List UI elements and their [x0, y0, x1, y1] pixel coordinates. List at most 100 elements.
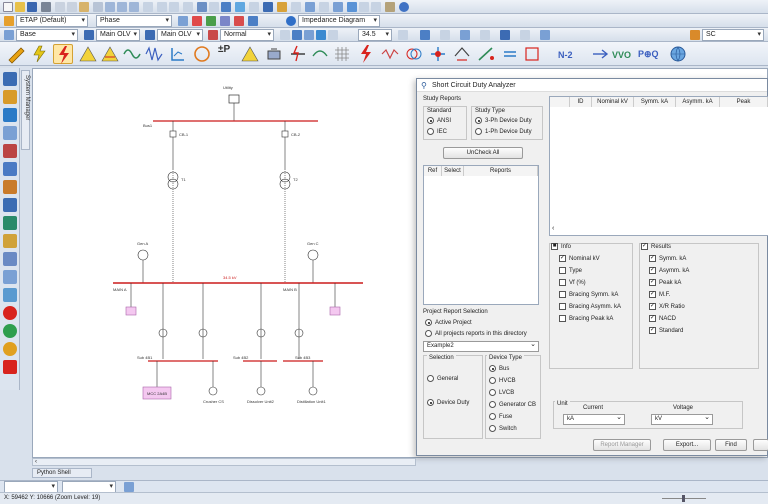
theme-icon[interactable]: [209, 2, 219, 12]
compare-icon[interactable]: [319, 2, 329, 12]
panel-icon[interactable]: [428, 44, 448, 64]
zoom-out-icon[interactable]: [117, 2, 127, 12]
load-b-symbol[interactable]: [329, 306, 341, 316]
tool-c-icon[interactable]: [304, 30, 314, 40]
iec-radio[interactable]: IEC: [427, 128, 447, 135]
dc-load-flow-icon[interactable]: [288, 44, 308, 64]
voltage-unit-select[interactable]: kV: [651, 413, 713, 425]
device-type-radio[interactable]: Generator CB: [489, 401, 536, 408]
results-item[interactable]: ✓X/R Ratio: [649, 303, 685, 310]
uncheck-all-button[interactable]: UnCheck All: [443, 147, 523, 159]
redo-icon[interactable]: [169, 2, 179, 12]
harmonic-icon[interactable]: [100, 44, 120, 64]
arc-flash-icon[interactable]: [240, 44, 260, 64]
revision-select[interactable]: Base: [16, 29, 78, 41]
annotation-icon[interactable]: [206, 16, 216, 26]
contingency-icon[interactable]: [452, 44, 472, 64]
results-item-box[interactable]: ✓: [649, 255, 656, 262]
cut-icon[interactable]: [55, 2, 65, 12]
style-icon[interactable]: [221, 2, 231, 12]
gen-a-symbol[interactable]: [137, 249, 149, 261]
help-icon[interactable]: [399, 2, 409, 12]
edit-mode-icon[interactable]: [6, 44, 26, 64]
current-unit-select[interactable]: kA: [563, 413, 625, 425]
reports-grid[interactable]: Ref Select Reports: [423, 165, 539, 305]
element-icon-14[interactable]: [3, 306, 17, 320]
device-type-radio[interactable]: Bus: [489, 365, 509, 372]
info-item-box[interactable]: [559, 279, 566, 286]
tool-h-icon[interactable]: [440, 30, 450, 40]
view-icon[interactable]: [235, 2, 245, 12]
zoom-slider-thumb[interactable]: [682, 495, 685, 502]
element-icon-2[interactable]: [3, 90, 17, 104]
scenario-icon[interactable]: [371, 2, 381, 12]
device-type-radio[interactable]: Switch: [489, 425, 517, 432]
vvo-button[interactable]: VVO: [612, 50, 632, 60]
element-icon-1[interactable]: [3, 72, 17, 86]
graph-icon[interactable]: [248, 16, 258, 26]
results-grid[interactable]: ID Nominal kV Symm. kA Asymm. kA Peak ‹: [549, 96, 768, 236]
results-item[interactable]: ✓Peak kA: [649, 279, 681, 286]
copy-icon[interactable]: [67, 2, 77, 12]
display-options-icon[interactable]: [178, 16, 188, 26]
info-item-box[interactable]: [559, 267, 566, 274]
tool-i-icon[interactable]: [460, 30, 470, 40]
ansi-radio[interactable]: ANSI: [427, 117, 451, 124]
tools-icon[interactable]: [291, 2, 301, 12]
report-manager-button[interactable]: Report Manager: [593, 439, 651, 451]
dc-sc-icon[interactable]: [310, 44, 330, 64]
results-checkbox[interactable]: ✓Results: [641, 243, 672, 251]
device-type-radio-box[interactable]: [489, 413, 496, 420]
pq-icon[interactable]: P⊕Q: [638, 49, 659, 59]
layout-icon[interactable]: [197, 2, 207, 12]
tp-icon[interactable]: ±P: [218, 44, 231, 55]
open-icon[interactable]: [15, 2, 25, 12]
results-item-box[interactable]: ✓: [649, 327, 656, 334]
transformer-sizing-icon[interactable]: [404, 44, 424, 64]
general-radio[interactable]: General: [427, 375, 458, 382]
save-icon[interactable]: [27, 2, 37, 12]
results-item-box[interactable]: ✓: [649, 303, 656, 310]
close-button[interactable]: [753, 439, 768, 451]
info-item[interactable]: Bracing Peak kA: [559, 315, 613, 322]
pan-icon[interactable]: [93, 2, 103, 12]
sync-icon[interactable]: [347, 2, 357, 12]
optimization-icon[interactable]: [590, 44, 610, 64]
python-shell-tab[interactable]: Python Shell: [32, 468, 92, 478]
find-button[interactable]: Find: [715, 439, 747, 451]
info-item-box[interactable]: ✓: [559, 255, 566, 262]
device-type-radio-box[interactable]: [489, 377, 496, 384]
coordination-icon[interactable]: [192, 44, 212, 64]
results-item[interactable]: ✓M.F.: [649, 291, 670, 298]
element-icon-6[interactable]: [3, 162, 17, 176]
load-flow-icon[interactable]: [30, 44, 50, 64]
mode-select[interactable]: Normal: [220, 29, 274, 41]
element-icon-8[interactable]: [3, 198, 17, 212]
cb1-symbol[interactable]: [169, 130, 177, 138]
gen-c-symbol[interactable]: [307, 249, 319, 261]
mcc-symbol[interactable]: [142, 386, 172, 400]
device-type-radio-box[interactable]: [489, 365, 496, 372]
info-item-box[interactable]: [559, 315, 566, 322]
device-type-radio-box[interactable]: [489, 389, 496, 396]
info-item[interactable]: Bracing Asymm. kA: [559, 303, 621, 310]
study-case-select[interactable]: ETAP (Default): [16, 15, 88, 27]
update-icon[interactable]: [359, 2, 369, 12]
new-icon[interactable]: [3, 2, 13, 12]
zoom-in-icon[interactable]: [105, 2, 115, 12]
info-item[interactable]: ✓Nominal kV: [559, 255, 600, 262]
motor-start-icon[interactable]: [78, 44, 98, 64]
all-projects-radio[interactable]: All projects reports in this directory: [425, 330, 527, 337]
results-item-box[interactable]: ✓: [649, 291, 656, 298]
device-type-radio[interactable]: LVCB: [489, 389, 514, 396]
tool-m-icon[interactable]: [540, 30, 550, 40]
zoom-fit-icon[interactable]: [129, 2, 139, 12]
tool-g-icon[interactable]: [420, 30, 430, 40]
olv-select-2[interactable]: Main OLV: [157, 29, 203, 41]
diagram-select[interactable]: Impedance Diagram: [298, 15, 380, 27]
waveform-icon[interactable]: [144, 44, 164, 64]
results-item-box[interactable]: ✓: [649, 267, 656, 274]
tool-f-icon[interactable]: [398, 30, 408, 40]
sc-config-select[interactable]: SC: [702, 29, 764, 41]
ground-grid-icon[interactable]: [332, 44, 352, 64]
